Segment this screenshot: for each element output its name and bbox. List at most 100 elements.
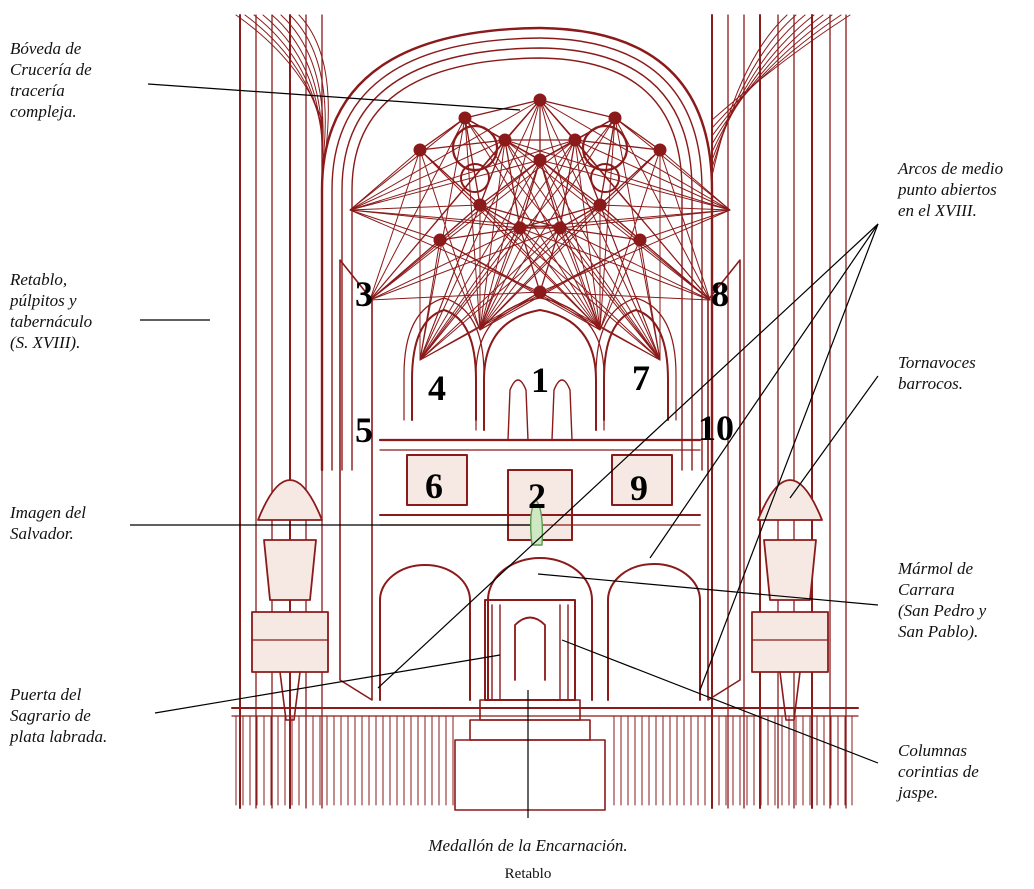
- vault-rib: [479, 239, 641, 331]
- vault-rib: [504, 139, 541, 161]
- vault-rib: [349, 99, 541, 211]
- vault-rib: [369, 117, 466, 301]
- vault-rib: [599, 117, 616, 206]
- vault-rib: [479, 291, 541, 331]
- leader-line: [377, 223, 879, 689]
- vault-rib: [479, 99, 541, 331]
- panel-number-4: 4: [428, 368, 446, 408]
- vault-rib: [439, 239, 601, 331]
- leader-line: [147, 83, 521, 111]
- vault-rib: [599, 204, 641, 241]
- wall-tracery: [711, 14, 806, 161]
- vault-rib: [479, 204, 521, 229]
- vault-rib: [504, 139, 731, 211]
- vault-rib: [599, 149, 661, 331]
- vault-rib: [614, 117, 731, 211]
- vault-boss: [433, 233, 447, 247]
- vault-rib: [419, 139, 506, 151]
- vault-rib: [559, 204, 601, 229]
- vault-rib: [479, 139, 506, 331]
- vault-boss: [533, 153, 547, 167]
- vault-boss: [608, 111, 622, 125]
- wall-tracery: [711, 14, 824, 145]
- round-arch: [487, 557, 593, 701]
- transverse-arch: [341, 47, 693, 471]
- vault-rib: [349, 209, 541, 293]
- pointed-arch: [483, 309, 597, 431]
- vault-rib: [539, 209, 731, 293]
- pulpit-stem: [779, 671, 801, 721]
- vault-rib: [479, 204, 661, 361]
- vault-boss: [633, 233, 647, 247]
- vault-rib: [539, 159, 711, 301]
- vault-boss: [533, 93, 547, 107]
- vault-rib: [519, 159, 541, 229]
- statue: [507, 379, 529, 441]
- vault-rib: [439, 204, 481, 241]
- vault-rib: [479, 159, 541, 206]
- pointed-arch: [403, 297, 485, 421]
- tabernacle: [484, 599, 576, 701]
- vault-rib: [369, 239, 441, 301]
- vault-boss: [653, 143, 667, 157]
- vault-rib: [479, 204, 561, 229]
- vault-rib: [539, 159, 601, 331]
- vault-boss: [473, 198, 487, 212]
- wall-tracery: [289, 14, 326, 169]
- vault-boss: [533, 285, 547, 299]
- vault-rib: [539, 99, 601, 331]
- tracery-loop: [460, 163, 490, 193]
- vault-rib: [599, 239, 641, 331]
- vault-rib: [574, 139, 731, 211]
- wall-tracery: [711, 14, 833, 137]
- vault-rib: [479, 139, 576, 331]
- vault-rib: [539, 227, 561, 293]
- wall-tracery: [711, 14, 851, 121]
- panel-number-5: 5: [355, 410, 373, 450]
- vault-boss: [498, 133, 512, 147]
- panel-number-9: 9: [630, 468, 648, 508]
- vault-rib: [574, 139, 601, 331]
- altar-step: [469, 719, 591, 741]
- pulpit-stem: [279, 671, 301, 721]
- sounding-board: [257, 479, 323, 521]
- vault-rib: [559, 227, 711, 301]
- vault-rib: [349, 209, 521, 229]
- transverse-arch: [331, 37, 703, 471]
- vault-boss: [553, 221, 567, 235]
- vault-rib: [539, 99, 731, 211]
- vault-rib: [419, 149, 481, 206]
- pulpit-sculpture: [263, 539, 317, 601]
- vault-rib: [539, 291, 601, 331]
- vault-rib: [559, 227, 601, 331]
- vault-rib: [464, 117, 481, 206]
- leader-line: [561, 639, 879, 764]
- vault-rib: [599, 149, 661, 206]
- leader-line: [537, 573, 879, 606]
- vault-boss: [458, 111, 472, 125]
- vault-rib: [349, 139, 576, 211]
- wall-tracery: [280, 14, 324, 161]
- tabernacle-door: [514, 616, 546, 681]
- pulpit-sculpture: [763, 539, 817, 601]
- vault-rib: [369, 291, 541, 301]
- wall-tracery: [262, 14, 323, 145]
- pointed-arch: [595, 297, 677, 421]
- leader-line: [789, 375, 879, 499]
- vault-rib: [369, 227, 561, 301]
- vault-rib: [419, 149, 481, 331]
- vault-rib: [519, 204, 601, 229]
- vault-rib: [539, 291, 711, 301]
- tracery-loop: [581, 124, 629, 172]
- vault-rib: [659, 149, 731, 211]
- vault-rib: [539, 99, 576, 141]
- figure-caption: Retablo: [504, 866, 552, 882]
- transverse-arch: [351, 57, 683, 471]
- vault-rib: [479, 159, 541, 331]
- vault-boss: [568, 133, 582, 147]
- wall-tracery: [253, 14, 323, 137]
- pointed-arch: [475, 297, 605, 431]
